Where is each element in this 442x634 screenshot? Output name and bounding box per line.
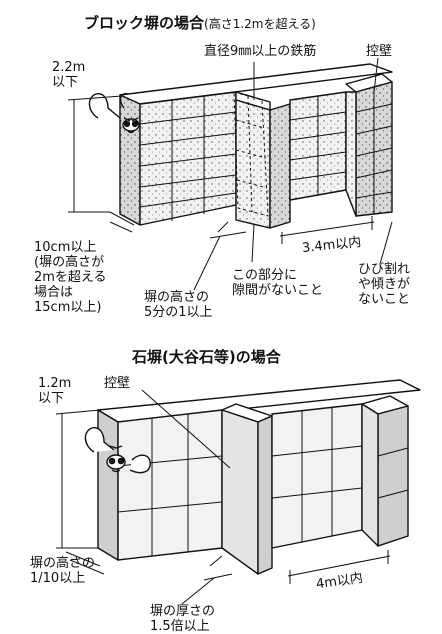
label-buttress-length-1: 塀の高さの 5分の1以上 [144, 290, 213, 320]
leaders-1 [109, 57, 393, 291]
stone-wall-front-right [271, 403, 363, 549]
label-rebar: 直径9㎜以上の鉄筋 [204, 44, 317, 59]
stone-mascot [84, 427, 151, 474]
label-buttress-length-2: 塀の厚さの 1.5倍以上 [150, 604, 216, 634]
block-mascot [88, 93, 140, 134]
label-foundation-2: 塀の高さの 1/10以上 [30, 556, 96, 586]
right-buttress-side [345, 91, 357, 217]
stone-wall-front-left [117, 409, 223, 561]
block-wall [119, 63, 393, 229]
label-height-max-1: 2.2m 以下 [52, 60, 86, 90]
stone-right-buttress-front [377, 405, 409, 547]
label-buttress-1: 控壁 [366, 44, 393, 59]
stone-right-buttress-side [361, 403, 379, 547]
rebar-lines [233, 91, 269, 217]
block-joints [139, 88, 393, 221]
section1-title-sub: (高さ1.2mを超える) [204, 17, 316, 31]
stone-buttress-side [221, 409, 259, 575]
section1-title-main: ブロック塀の場合 [84, 14, 205, 32]
label-no-crack: ひび割れ や傾きが ないこと [358, 262, 411, 307]
label-buttress-2: 控壁 [104, 376, 131, 391]
stone-buttress-front [257, 415, 273, 575]
stone-wall [97, 379, 421, 575]
label-foundation-1: 10cm以上 (塀の高さが 2mを超える 場合は 15cm以上) [34, 240, 107, 315]
section1-title: ブロック塀の場合(高さ1.2mを超える) [84, 12, 316, 33]
block-wall-end-face [119, 94, 141, 226]
buttress-side [235, 99, 271, 229]
section2-title: 石塀(大谷石等)の場合 [132, 348, 281, 366]
height-dimension-2 [55, 409, 101, 549]
label-height-max-2: 1.2m 以下 [38, 376, 72, 406]
label-no-gap: この部分に 隙間がないこと [232, 268, 324, 298]
height-dimension-1 [67, 95, 123, 213]
buttress-front [269, 103, 291, 229]
leaders-2 [65, 389, 391, 605]
